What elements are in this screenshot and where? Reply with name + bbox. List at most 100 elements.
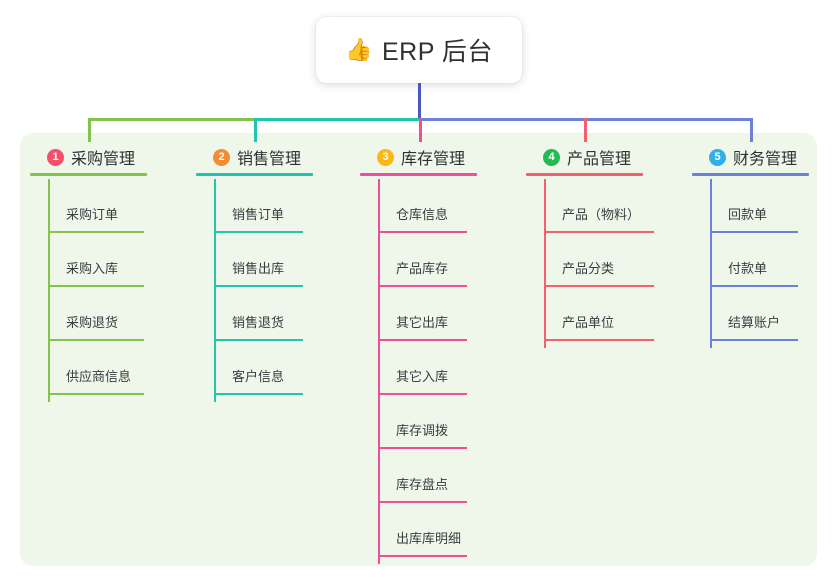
branch-item-label: 产品库存 <box>396 261 449 276</box>
branch-item[interactable]: 结算账户 <box>692 287 798 341</box>
thumbs-up-icon: 👍 <box>345 37 373 62</box>
branch-item-label: 销售出库 <box>232 261 285 276</box>
root-node-card[interactable]: 👍 ERP 后台 <box>316 17 522 83</box>
branch-item-rule <box>214 285 303 287</box>
branch-item[interactable]: 仓库信息 <box>360 179 467 233</box>
branch-item[interactable]: 其它入库 <box>360 341 467 395</box>
branch-item-list: 回款单付款单结算账户 <box>692 179 798 348</box>
branch-number-badge: 5 <box>709 148 726 166</box>
branch-item-label: 其它入库 <box>396 369 449 384</box>
branch-item-label: 产品分类 <box>562 261 615 276</box>
branch-item-label: 采购入库 <box>66 261 119 276</box>
branch-spine <box>214 179 216 402</box>
branch-item-rule <box>544 231 654 233</box>
branch-item[interactable]: 产品单位 <box>526 287 654 341</box>
branch-header-rule <box>692 173 809 176</box>
branch-item-label: 库存盘点 <box>396 477 449 492</box>
branch-item-list: 产品（物料） 产品分类产品单位 <box>526 179 654 348</box>
branch-number-badge: 1 <box>47 148 64 166</box>
branch-item-label: 产品（物料） <box>562 207 641 222</box>
branch-item-rule <box>378 447 467 449</box>
branch-item-rule <box>378 393 467 395</box>
branch-item-label: 产品单位 <box>562 315 615 330</box>
branch-item-rule <box>48 393 144 395</box>
branch-item-label: 付款单 <box>728 261 768 276</box>
branch-item-rule <box>48 339 144 341</box>
branch-item-rule <box>378 501 467 503</box>
branch-header-1[interactable]: 1 采购管理 <box>30 144 147 176</box>
branch-title: 采购管理 <box>71 151 136 168</box>
branch-item[interactable]: 销售订单 <box>196 179 303 233</box>
branch-item[interactable]: 库存调拨 <box>360 395 467 449</box>
branch-item[interactable]: 回款单 <box>692 179 798 233</box>
branch-item[interactable]: 供应商信息 <box>30 341 144 395</box>
branch-item-rule <box>214 393 303 395</box>
branch-item-list: 销售订单销售出库销售退货客户信息 <box>196 179 303 402</box>
branch-title: 财务管理 <box>733 151 798 168</box>
branch-item-list: 仓库信息产品库存其它出库其它入库库存调拨库存盘点出库库明细 <box>360 179 467 564</box>
branch-header-rule <box>30 173 147 176</box>
branch-item-rule <box>214 231 303 233</box>
branch-header-rule <box>196 173 313 176</box>
branch-item[interactable]: 销售出库 <box>196 233 303 287</box>
branch-item-label: 采购退货 <box>66 315 119 330</box>
branch-spine <box>48 179 50 402</box>
bus-segment-2 <box>254 118 420 121</box>
branch-item[interactable]: 产品分类 <box>526 233 654 287</box>
branch-item-label: 库存调拨 <box>396 423 449 438</box>
branch-item-label: 销售订单 <box>232 207 285 222</box>
drop-connector-4 <box>584 118 587 142</box>
branch-item[interactable]: 客户信息 <box>196 341 303 395</box>
branch-item[interactable]: 采购订单 <box>30 179 144 233</box>
branch-column-5: 5 财务管理回款单付款单结算账户 <box>692 144 809 348</box>
branch-item[interactable]: 付款单 <box>692 233 798 287</box>
branch-item[interactable]: 采购退货 <box>30 287 144 341</box>
branch-item-rule <box>48 231 144 233</box>
branch-item-rule <box>214 339 303 341</box>
page-title: ERP 后台 <box>382 38 493 66</box>
branch-spine <box>378 179 380 564</box>
branch-item-rule <box>544 285 654 287</box>
branch-title: 产品管理 <box>567 151 632 168</box>
branch-title: 库存管理 <box>401 151 466 168</box>
root-node-content: 👍 ERP 后台 <box>345 32 493 68</box>
branch-item-label: 供应商信息 <box>66 369 132 384</box>
drop-connector-3 <box>419 118 422 142</box>
branch-item-list: 采购订单采购入库采购退货供应商信息 <box>30 179 144 402</box>
branch-spine <box>544 179 546 348</box>
branch-item[interactable]: 出库库明细 <box>360 503 467 557</box>
branch-header-rule <box>526 173 643 176</box>
branch-header-rule <box>360 173 477 176</box>
branch-item-rule <box>378 231 467 233</box>
branch-item-rule <box>710 285 798 287</box>
branch-header-5[interactable]: 5 财务管理 <box>692 144 809 176</box>
branch-item-rule <box>378 555 467 557</box>
branch-item[interactable]: 产品（物料） <box>526 179 654 233</box>
branch-item-label: 结算账户 <box>728 315 781 330</box>
branch-item-label: 回款单 <box>728 207 768 222</box>
branch-column-1: 1 采购管理采购订单采购入库采购退货供应商信息 <box>30 144 147 402</box>
branch-item[interactable]: 销售退货 <box>196 287 303 341</box>
branch-item[interactable]: 产品库存 <box>360 233 467 287</box>
drop-connector-5 <box>750 118 753 142</box>
branch-item[interactable]: 采购入库 <box>30 233 144 287</box>
branch-item-rule <box>378 285 467 287</box>
bus-segment-1 <box>88 118 255 121</box>
branch-item[interactable]: 库存盘点 <box>360 449 467 503</box>
branch-item[interactable]: 其它出库 <box>360 287 467 341</box>
branch-item-label: 其它出库 <box>396 315 449 330</box>
branch-item-rule <box>544 339 654 341</box>
branch-item-rule <box>710 231 798 233</box>
branch-item-rule <box>710 339 798 341</box>
branch-item-label: 客户信息 <box>232 369 285 384</box>
drop-connector-1 <box>88 118 91 142</box>
branch-item-label: 采购订单 <box>66 207 119 222</box>
branch-item-label: 出库库明细 <box>396 531 462 546</box>
